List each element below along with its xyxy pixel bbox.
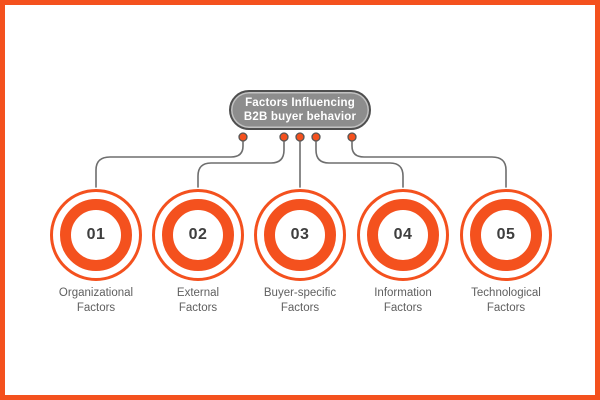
factor-label-line2: Factors [383, 302, 423, 314]
root-node-title-line2: B2B buyer behavior [243, 111, 357, 123]
factor-circle-04: 04 [357, 189, 449, 281]
connector-line-2 [197, 141, 285, 188]
factor-number: 03 [290, 226, 310, 243]
connector-dot [311, 132, 321, 142]
factor-label-technological: Technological Factors [431, 286, 581, 316]
root-node-title-line1: Factors Influencing [245, 97, 355, 109]
connector-dot [238, 132, 248, 142]
factor-circle-inner-ring: 05 [470, 199, 542, 271]
factor-circle-inner-ring: 01 [60, 199, 132, 271]
factor-label-line1: Buyer-specific [263, 287, 337, 299]
factor-label-information: Information Factors [328, 286, 478, 316]
factor-label-line2: Factors [486, 302, 526, 314]
connector-line-1 [95, 141, 244, 188]
connector-dot [279, 132, 289, 142]
factor-label-line1: External [176, 287, 220, 299]
factor-number: 05 [496, 226, 516, 243]
factor-label-line1: Technological [471, 287, 541, 299]
factor-label-line1: Organizational [58, 287, 134, 299]
connector-dot [295, 132, 305, 142]
root-node: Factors Influencing B2B buyer behavior [229, 90, 371, 130]
factor-label-line2: Factors [178, 302, 218, 314]
factor-circle-inner-ring: 04 [367, 199, 439, 271]
factor-circle-03: 03 [254, 189, 346, 281]
factor-number: 01 [86, 226, 106, 243]
connector-dot [347, 132, 357, 142]
factor-label-external: External Factors [123, 286, 273, 316]
connector-line-5 [351, 141, 507, 188]
factor-circle-05: 05 [460, 189, 552, 281]
factor-number: 02 [188, 226, 208, 243]
factor-circle-02: 02 [152, 189, 244, 281]
factor-circle-inner-ring: 02 [162, 199, 234, 271]
factor-number: 04 [393, 226, 413, 243]
factor-label-buyer-specific: Buyer-specific Factors [225, 286, 375, 316]
factor-label-line1: Information [374, 287, 432, 299]
factor-circle-01: 01 [50, 189, 142, 281]
factor-circle-inner-ring: 03 [264, 199, 336, 271]
factor-label-organizational: Organizational Factors [21, 286, 171, 316]
factor-label-line2: Factors [280, 302, 320, 314]
connector-line-4 [315, 141, 404, 188]
factor-label-line2: Factors [76, 302, 116, 314]
